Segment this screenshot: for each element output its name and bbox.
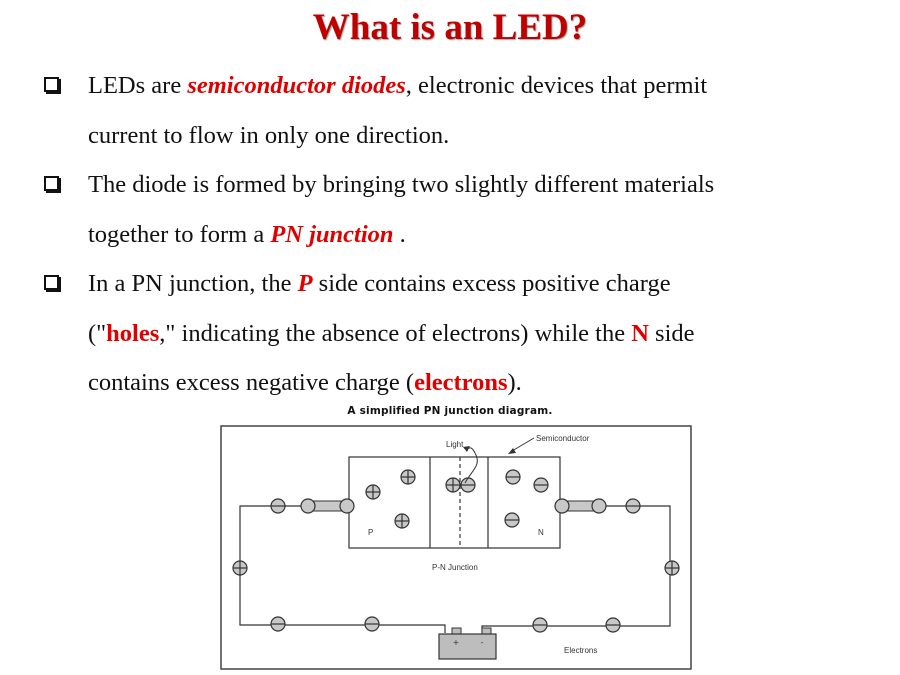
text-run: . (393, 220, 406, 248)
battery-icon: + - (438, 627, 497, 660)
checkbox-bullet-icon (44, 77, 59, 92)
figure-caption: A simplified PN junction diagram. (347, 405, 553, 417)
bullet-3-line-3: contains excess negative charge (electro… (44, 365, 884, 415)
connector-right (554, 498, 607, 514)
term-pn-junction: PN junction (270, 220, 394, 248)
checkbox-bullet-icon (44, 176, 59, 191)
term-p: P (297, 270, 313, 297)
light-arrow-icon (463, 446, 478, 484)
checkbox-bullet-icon (44, 275, 59, 290)
text-run: ). (507, 369, 522, 396)
text-run: ," indicating the absence of electrons) … (159, 319, 632, 347)
slide-title: What is an LED? (312, 7, 588, 48)
junction-label: P-N Junction (432, 563, 478, 572)
electrons-label: Electrons (564, 646, 597, 655)
n-side-label: N (538, 528, 544, 537)
pn-junction-diagram: + - Light Semiconduct (220, 425, 692, 670)
semiconductor-block (348, 456, 561, 549)
text-run: current to flow in only one direction. (88, 121, 450, 149)
svg-text:-: - (481, 638, 484, 647)
p-side-label: P (368, 528, 373, 537)
text-run: The diode is formed by bringing two slig… (88, 171, 715, 198)
connector-left (300, 498, 355, 514)
text-run: , electronic devices that permit (405, 72, 708, 99)
bullet-list: LEDs are semiconductor diodes, electroni… (44, 68, 884, 415)
svg-text:+: + (453, 638, 460, 647)
text-run: together to form a (88, 220, 271, 248)
bullet-2-line-2: together to form a PN junction . (44, 217, 884, 267)
text-run: (" (88, 319, 107, 347)
bullet-3-line-1: In a PN junction, the P side contains ex… (44, 266, 884, 316)
term-electrons: electrons (414, 369, 508, 396)
semiconductor-label: Semiconductor (536, 434, 590, 443)
text-run: contains excess negative charge ( (88, 369, 415, 396)
bullet-2-line-1: The diode is formed by bringing two slig… (44, 167, 884, 217)
bullet-1-line-2: current to flow in only one direction. (44, 118, 884, 168)
text-run: side (648, 319, 695, 347)
semiconductor-arrow-icon (508, 437, 535, 454)
term-holes: holes (106, 319, 160, 347)
bullet-1-line-1: LEDs are semiconductor diodes, electroni… (44, 68, 884, 118)
text-run: side contains excess positive charge (312, 270, 671, 297)
text-run: LEDs are (88, 72, 188, 99)
bullet-3-line-2: ("holes," indicating the absence of elec… (44, 316, 884, 366)
term-semiconductor-diodes: semiconductor diodes (187, 72, 406, 99)
light-label: Light (446, 440, 464, 449)
term-n: N (631, 319, 649, 347)
text-run: In a PN junction, the (88, 270, 298, 297)
